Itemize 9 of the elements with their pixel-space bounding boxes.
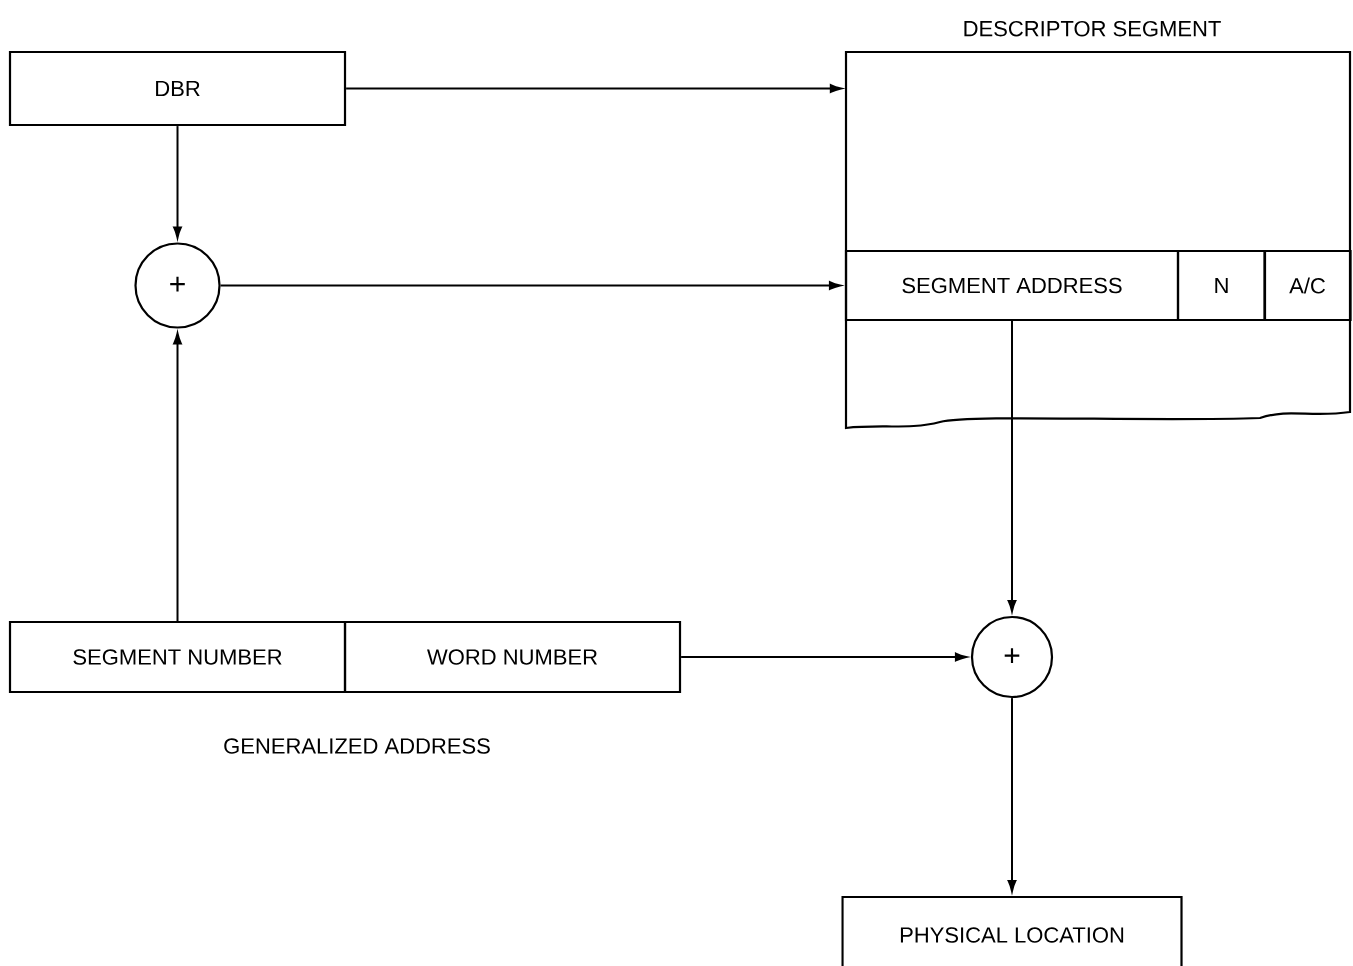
field-cell: SEGMENT ADDRESS <box>844 249 1180 322</box>
field-box: SEGMENT NUMBER <box>8 620 347 694</box>
node-label: DESCRIPTOR SEGMENT <box>964 20 1221 37</box>
field-box: WORD NUMBER <box>343 620 682 694</box>
field-cell: A/C <box>1263 249 1352 322</box>
field-box: DBR <box>8 50 347 127</box>
caption-text: GENERALIZED ADDRESS <box>224 738 490 754</box>
field-box: PHYSICAL LOCATION <box>841 895 1183 966</box>
field-cell: N <box>1176 249 1267 322</box>
